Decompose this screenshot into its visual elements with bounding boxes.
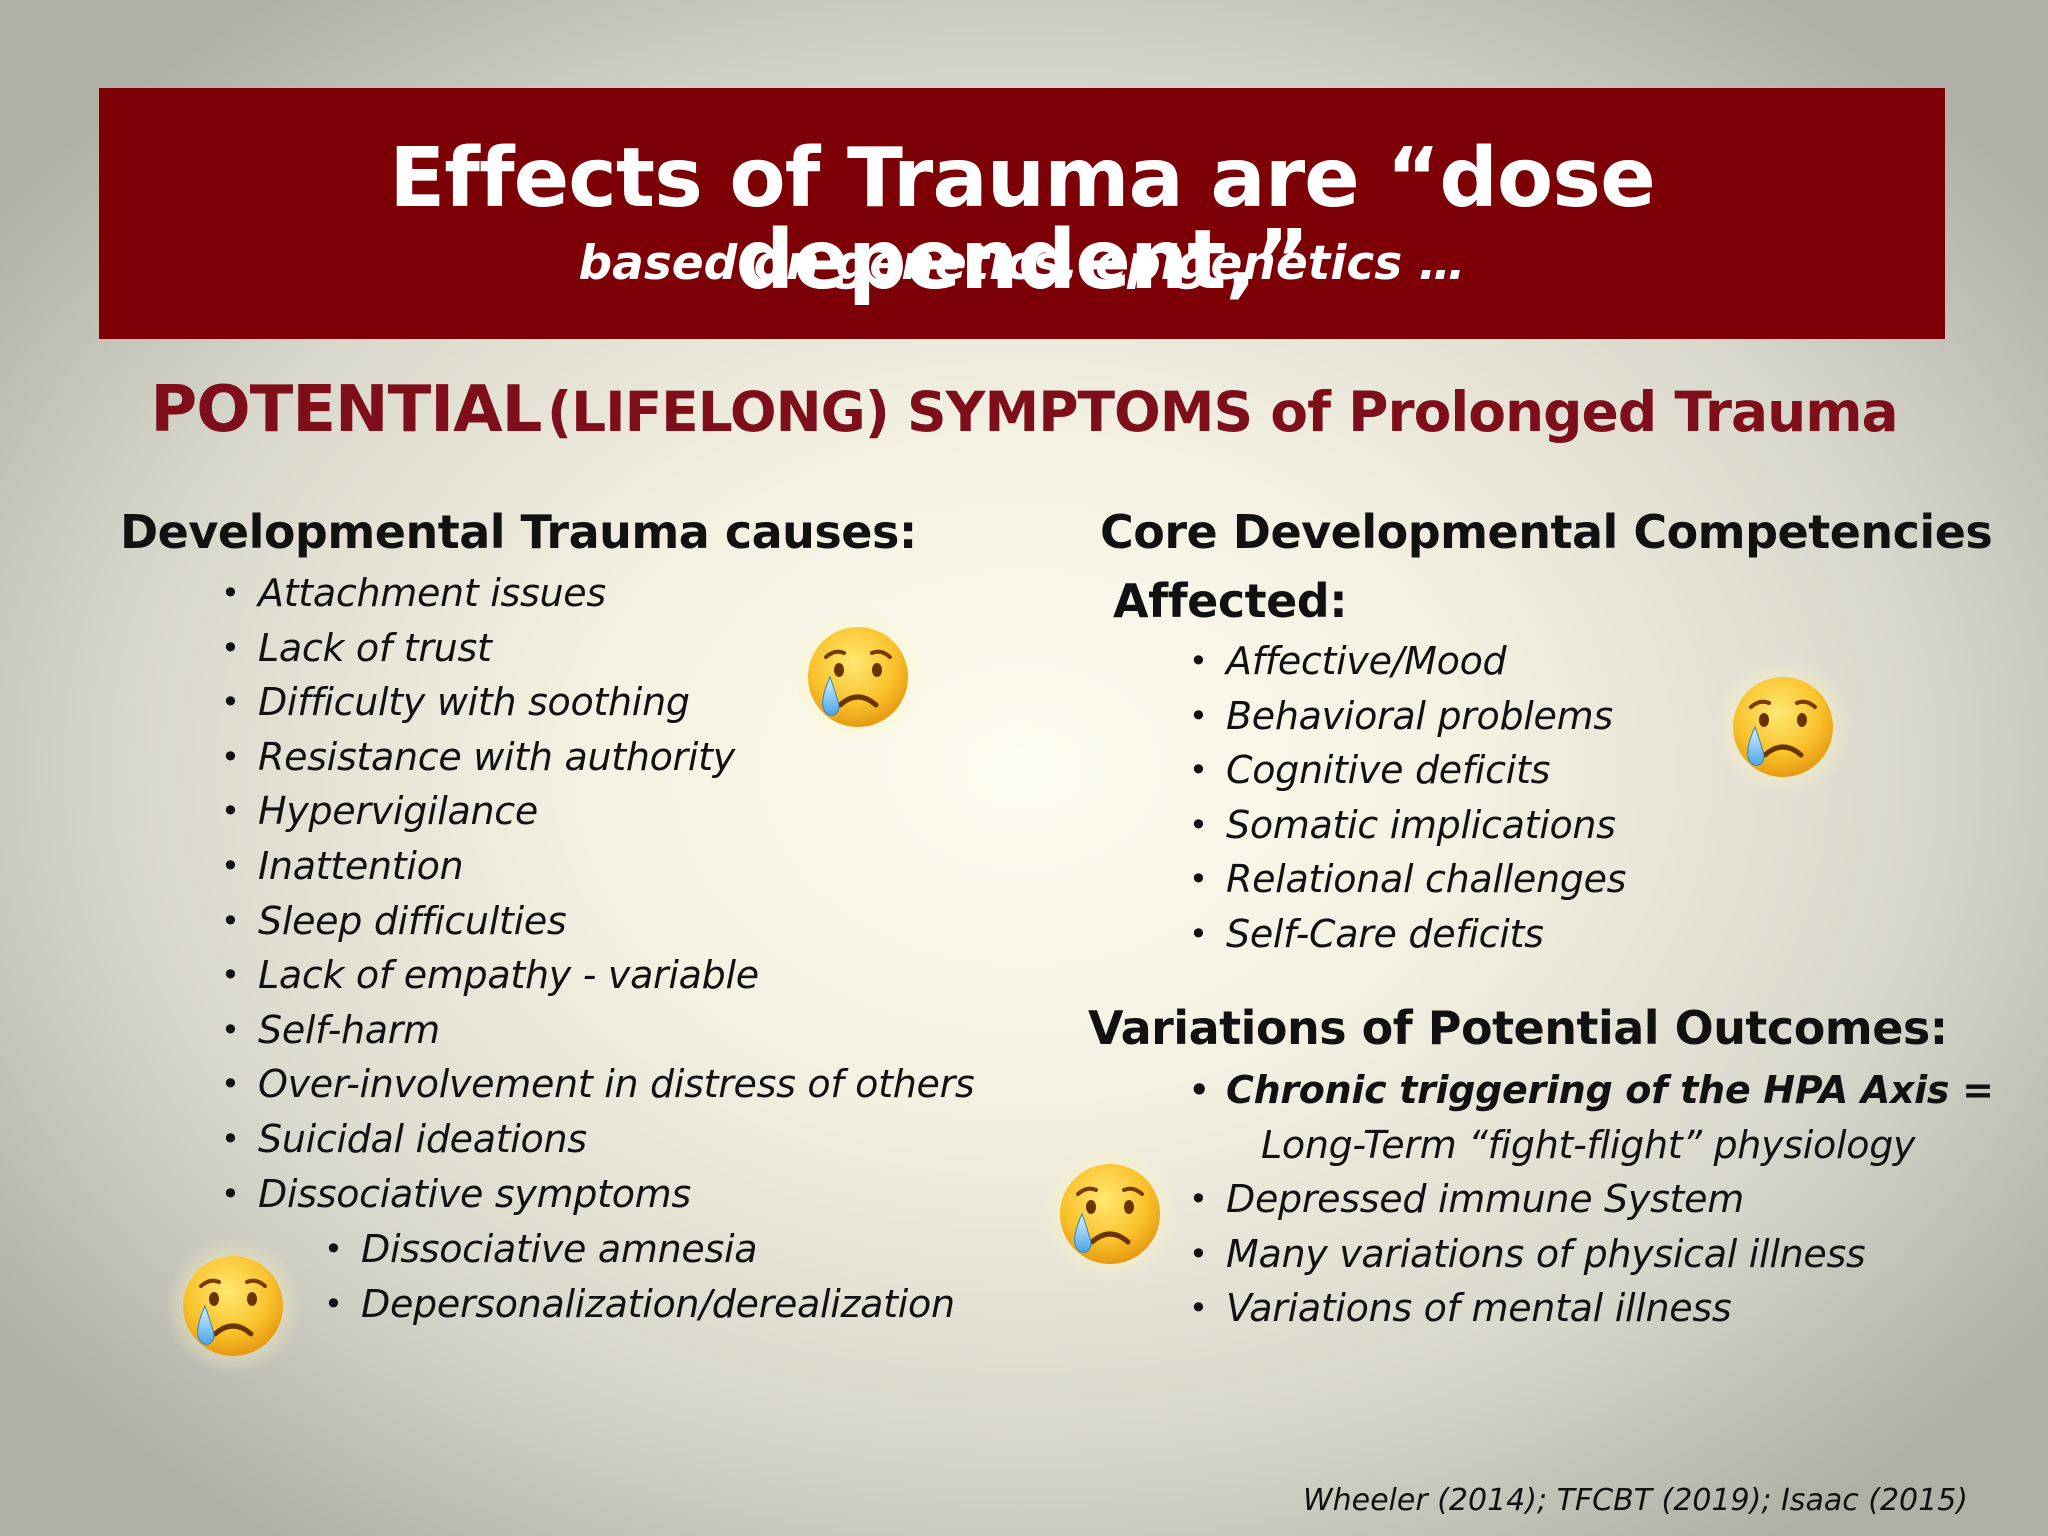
list-item-text: Inattention [258, 843, 464, 888]
list-item-text: Depressed immune System [1226, 1177, 1744, 1222]
list-item: • Inattention [221, 839, 974, 894]
list-item-text: Attachment issues [258, 571, 606, 615]
list-item-text: Sleep difficulties [258, 898, 567, 943]
list-item: • Cognitive deficits [1189, 743, 1626, 798]
left-sublist: • Dissociative amnesia • Depersonalization… [324, 1222, 955, 1332]
list-item: • Depressed immune System [1189, 1172, 1994, 1227]
list-item-text: Somatic implications [1226, 802, 1616, 847]
bullet-icon: • [1189, 642, 1208, 680]
list-item: • Chronic triggering of the HPA Axis = [1189, 1063, 1994, 1118]
bullet-icon: • [221, 901, 240, 940]
bullet-icon: • [1189, 1071, 1210, 1109]
right-top-title-line2: Affected: [1113, 574, 1348, 628]
bullet-icon: • [221, 956, 240, 995]
left-column-title: Developmental Trauma causes: [120, 505, 917, 559]
bullet-icon: • [1189, 914, 1208, 953]
list-item: • Lack of empathy - variable [221, 948, 974, 1003]
bullet-icon: • [324, 1230, 343, 1268]
list-item-text: Hypervigilance [258, 789, 538, 834]
bullet-icon: • [1189, 751, 1208, 790]
sub-list-item: • Depersonalization/derealization [324, 1277, 955, 1332]
bullet-icon: • [1189, 805, 1208, 844]
list-item-text: Chronic triggering of the HPA Axis = [1226, 1068, 1994, 1112]
sub-list-item: • Dissociative amnesia [324, 1222, 955, 1277]
list-item-text: Lack of empathy - variable [258, 953, 759, 998]
list-item-text: Self-harm [258, 1007, 440, 1052]
heading-rest: (LIFELONG) SYMPTOMS of Prolonged Trauma [546, 380, 1899, 444]
list-item: • Variations of mental illness [1189, 1281, 1994, 1336]
list-item: • Relational challenges [1189, 852, 1627, 907]
bullet-icon: • [1189, 696, 1208, 735]
list-item-text: Self-Care deficits [1226, 911, 1544, 956]
title-banner: Effects of Trauma are “dose dependent,” … [99, 88, 1945, 339]
list-item-text: Resistance with authority [258, 734, 735, 779]
bullet-icon: • [221, 574, 240, 612]
left-symptom-list: • Attachment issues • Lack of trust • Diffi… [221, 566, 975, 1222]
bullet-icon: • [221, 1065, 240, 1104]
outcomes-list: • Chronic triggering of the HPA Axis = Lo… [1189, 1063, 1994, 1336]
list-item-text: Over-involvement in distress of others [258, 1062, 975, 1107]
list-item-text: Variations of mental illness [1226, 1286, 1732, 1331]
list-item: • Many variations of physical illness [1189, 1227, 1994, 1282]
bullet-icon: • [1189, 1180, 1208, 1219]
heading-emphasis: POTENTIAL [150, 373, 542, 447]
list-item-text: Affective/Mood [1226, 639, 1507, 683]
list-item: • Sleep difficulties [221, 894, 974, 949]
bullet-icon: • [1189, 1234, 1208, 1273]
bullet-icon: • [221, 1119, 240, 1158]
crying-face-icon [163, 1236, 303, 1376]
list-item: • Suicidal ideations [221, 1112, 974, 1167]
list-item: • Behavioral problems [1189, 689, 1626, 744]
bullet-icon: • [221, 1010, 240, 1049]
list-item: • Affective/Mood [1189, 634, 1626, 689]
bullet-icon: • [221, 792, 240, 831]
bullet-icon: • [1189, 860, 1208, 899]
bullet-icon: • [221, 1174, 240, 1213]
citation: Wheeler (2014); TFCBT (2019); Isaac (201… [1302, 1483, 1968, 1518]
list-item-text: Long-Term “fight-flight” physiology [1261, 1122, 1916, 1167]
list-item-text: Relational challenges [1226, 857, 1627, 902]
list-item: • Resistance with authority [221, 730, 974, 785]
list-item: • Attachment issues [221, 566, 974, 621]
list-item: • Self-Care deficits [1189, 907, 1626, 962]
list-item-text: Many variations of physical illness [1226, 1231, 1866, 1276]
right-top-title-line1: Core Developmental Competencies [1100, 505, 1993, 559]
bullet-icon: • [221, 737, 240, 776]
list-item: • Self-harm [221, 1003, 974, 1058]
bullet-icon: • [324, 1284, 343, 1323]
crying-face-icon [1040, 1144, 1180, 1284]
bullet-icon: • [1189, 1289, 1208, 1328]
list-item-text: Dissociative amnesia [361, 1227, 758, 1271]
list-item-text: Depersonalization/derealization [361, 1281, 955, 1326]
list-item-text: Lack of trust [258, 625, 492, 670]
list-item-text: Difficulty with soothing [258, 680, 690, 725]
list-item: • Dissociative symptoms [221, 1167, 974, 1222]
list-item: • Hypervigilance [221, 784, 974, 839]
list-item-text: Cognitive deficits [1226, 748, 1551, 793]
list-item-text: Dissociative symptoms [258, 1171, 691, 1216]
list-item: • Somatic implications [1189, 798, 1626, 853]
list-item-text: Suicidal ideations [258, 1116, 587, 1161]
slide-subtitle: based on genetics, epigenetics … [578, 236, 1466, 291]
list-item-text: Behavioral problems [1226, 693, 1613, 738]
outcomes-title: Variations of Potential Outcomes: [1088, 1001, 1948, 1055]
competencies-list: • Affective/Mood • Behavioral problems • Co… [1189, 634, 1627, 962]
list-item-continuation: Long-Term “fight-flight” physiology [1226, 1118, 1994, 1173]
list-item: • Difficulty with soothing [221, 675, 974, 730]
bullet-icon: • [221, 683, 240, 722]
crying-face-icon [788, 607, 928, 747]
bullet-icon: • [221, 846, 240, 885]
list-item: • Lack of trust [221, 621, 974, 676]
crying-face-icon [1713, 657, 1853, 797]
bullet-icon: • [221, 628, 240, 667]
slide-title: Effects of Trauma are “dose dependent,” [389, 131, 1655, 308]
list-item: • Over-involvement in distress of others [221, 1057, 975, 1112]
section-heading: POTENTIAL (LIFELONG) SYMPTOMS of Prolong… [0, 378, 2048, 442]
